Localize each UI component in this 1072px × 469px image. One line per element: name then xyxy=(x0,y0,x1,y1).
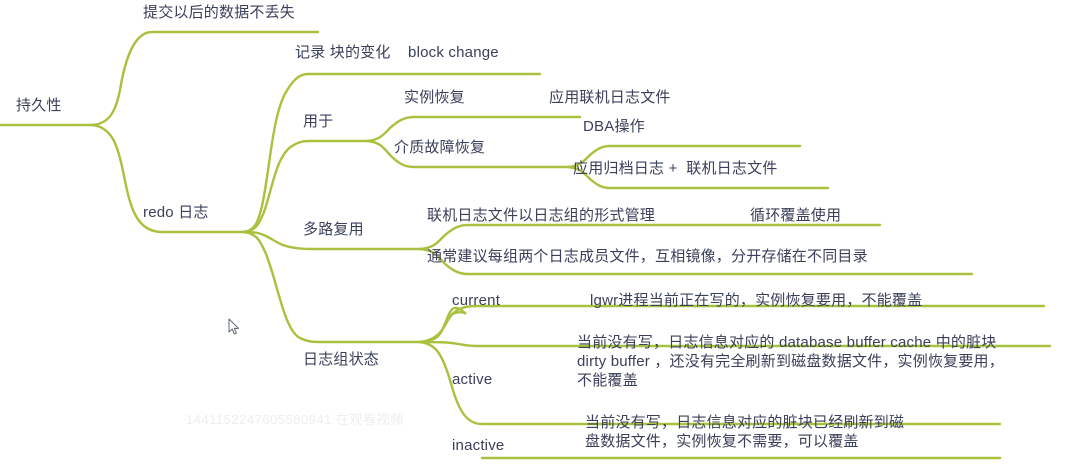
node-root-durability[interactable]: 持久性 xyxy=(16,97,62,114)
viewer-watermark: 1441152247605580941 在观看视频 xyxy=(186,412,404,427)
node-status-inactive[interactable]: inactive xyxy=(452,437,505,454)
node-instance-recovery[interactable]: 实例恢复 xyxy=(404,89,465,106)
node-multiplexing[interactable]: 多路复用 xyxy=(303,221,364,238)
node-used-for[interactable]: 用于 xyxy=(303,113,334,130)
node-status-current[interactable]: current xyxy=(452,292,501,309)
node-status-active[interactable]: active xyxy=(452,371,493,388)
node-log-group-management[interactable]: 联机日志文件以日志组的形式管理 xyxy=(427,207,656,224)
node-apply-online-log[interactable]: 应用联机日志文件 xyxy=(549,89,671,106)
node-redo-log[interactable]: redo 日志 xyxy=(143,204,209,221)
node-log-group-status[interactable]: 日志组状态 xyxy=(303,351,380,368)
node-commit-durable[interactable]: 提交以后的数据不丢失 xyxy=(143,4,296,21)
node-apply-archive-plus-online[interactable]: 应用归档日志 + 联机日志文件 xyxy=(573,160,778,177)
node-two-members-per-group[interactable]: 通常建议每组两个日志成员文件，互相镜像，分开存储在不同目录 xyxy=(427,248,868,265)
node-media-failure-recovery[interactable]: 介质故障恢复 xyxy=(394,139,486,156)
node-dba-operation[interactable]: DBA操作 xyxy=(583,118,645,135)
node-circular-reuse[interactable]: 循环覆盖使用 xyxy=(750,207,842,224)
node-active-description[interactable]: 当前没有写，日志信息对应的 database buffer cache 中的脏块… xyxy=(577,334,1004,389)
node-record-block-change[interactable]: 记录 块的变化 block change xyxy=(295,44,499,61)
node-current-description[interactable]: lgwr进程当前正在写的，实例恢复要用，不能覆盖 xyxy=(590,292,923,309)
mouse-cursor-icon xyxy=(228,318,240,335)
node-inactive-description[interactable]: 当前没有写，日志信息对应的脏块已经刷新到磁 盘数据文件，实例恢复不需要，可以覆盖 xyxy=(585,414,905,450)
